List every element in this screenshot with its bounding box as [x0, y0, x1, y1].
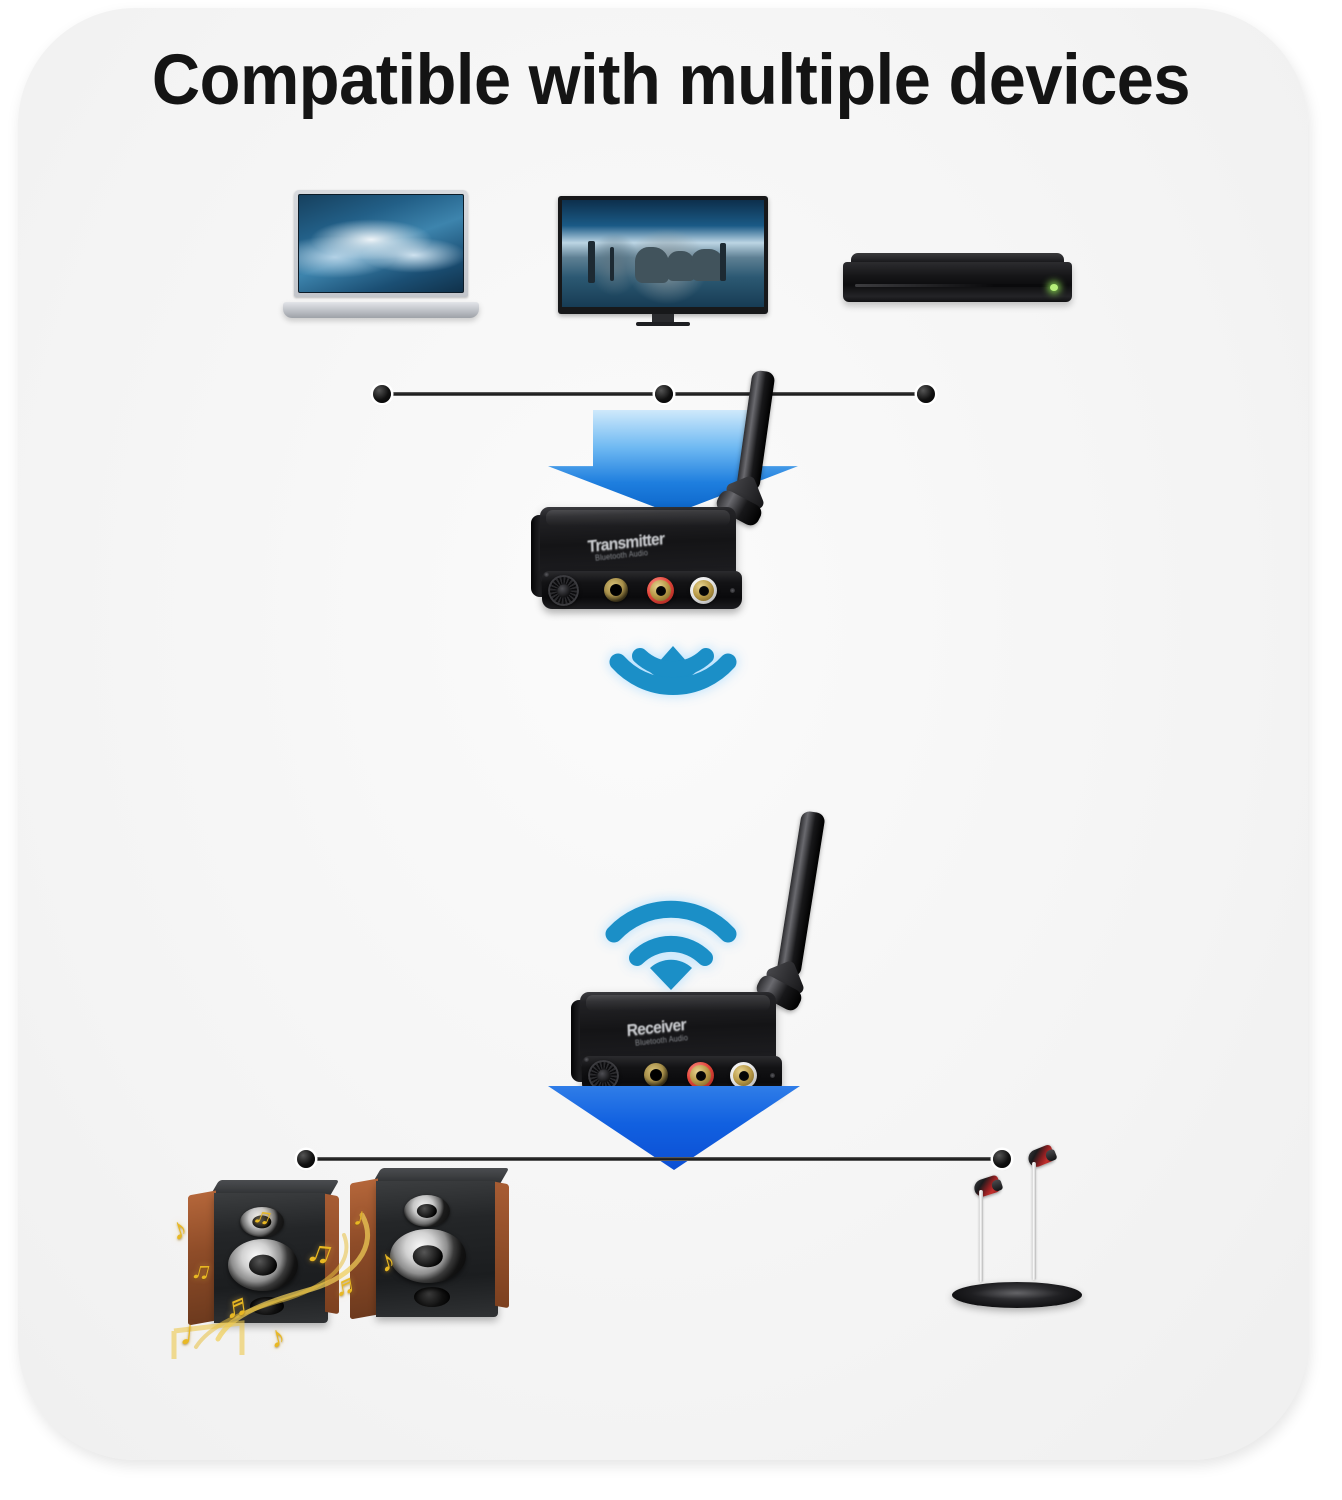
music-note: ♬: [331, 1266, 365, 1303]
laptop-base: [283, 302, 479, 318]
page-title: Compatible with multiple devices: [151, 41, 1191, 120]
receiver-screw-left: [584, 1057, 589, 1062]
earphone-cable-left: [979, 1190, 983, 1282]
music-notes-group: ♪ ♫ ♬ ♩ ♪ ♫ ♬ ♩ ♪ ♫: [166, 1173, 496, 1363]
tv-screen-rock-1: [634, 247, 670, 284]
tv-screen-rock-3: [691, 249, 724, 282]
output-device-earphones: [952, 1143, 1082, 1308]
connection-node-dvd: [917, 385, 935, 403]
connection-node-laptop: [373, 385, 391, 403]
source-device-laptop: [283, 190, 479, 322]
speaker-right-wood-edge: [495, 1181, 509, 1309]
music-note: ♩: [178, 1311, 219, 1356]
receiver-rca-white-port[interactable]: [730, 1062, 757, 1089]
speaker-right: [350, 1168, 510, 1320]
output-device-speakers: ♪ ♫ ♬ ♩ ♪ ♫ ♬ ♩ ♪ ♫: [167, 1163, 510, 1359]
laptop-lid: [294, 190, 468, 297]
receiver-aux-jack[interactable]: [644, 1063, 668, 1087]
receiver-device: Receiver Bluetooth Audio: [571, 810, 826, 1113]
source-device-dvd-player: [843, 253, 1072, 313]
laptop-screen: [298, 194, 464, 293]
speaker-left-woofer: [228, 1239, 298, 1291]
transmitter-screw-left: [544, 572, 549, 577]
tv-screen-rock-2: [667, 251, 696, 282]
transmitter-rca-white-port[interactable]: [690, 577, 717, 604]
tv-screen: [562, 200, 764, 307]
transmitter-device: Transmitter Bluetooth Audio: [531, 369, 776, 628]
receiver-screw-right: [770, 1073, 775, 1078]
wifi-up-icon: [596, 898, 746, 990]
earphone-display-base: [952, 1282, 1082, 1308]
dvd-player-disc-slot: [855, 284, 1055, 287]
dvd-player-top: [851, 253, 1064, 263]
speaker-right-bass-port: [414, 1287, 450, 1307]
transmitter-aux-jack[interactable]: [604, 578, 628, 602]
speaker-right-front-baffle: [376, 1181, 498, 1317]
wifi-down-svg: [609, 646, 737, 695]
source-device-tv: [558, 196, 768, 326]
tv-screen-pillar-3: [719, 242, 726, 282]
tv-screen-pillar-2: [610, 247, 615, 282]
transmitter-front-panel: [542, 571, 742, 609]
music-swirl-svg: [171, 1212, 370, 1359]
tv-bezel: [558, 196, 768, 314]
wifi-up-svg: [605, 900, 737, 990]
connection-node-speakers: [297, 1150, 315, 1168]
earphone-cable-right: [1032, 1162, 1036, 1280]
transmitter-rca-red-port[interactable]: [647, 577, 674, 604]
receiver-volume-knob[interactable]: [588, 1060, 619, 1091]
tv-screen-pillar-1: [588, 240, 596, 284]
wifi-down-icon: [588, 628, 758, 724]
connection-node-earphones: [993, 1150, 1011, 1168]
speaker-right-tweeter: [404, 1195, 450, 1227]
transmitter-screw-right: [730, 588, 735, 593]
dvd-player-body: [843, 262, 1072, 302]
speaker-left-tweeter: [240, 1207, 284, 1237]
power-led-indicator: [1050, 284, 1058, 291]
arrow-down-icon-bottom: [548, 1086, 800, 1170]
transmitter-volume-knob[interactable]: [548, 575, 579, 606]
speaker-right-woofer: [390, 1229, 466, 1283]
receiver-rca-red-port[interactable]: [687, 1062, 714, 1089]
music-note: ♬: [221, 1284, 259, 1326]
connection-node-tv: [655, 385, 673, 403]
output-connection-line: [308, 1157, 1003, 1161]
tv-stand: [636, 314, 690, 326]
